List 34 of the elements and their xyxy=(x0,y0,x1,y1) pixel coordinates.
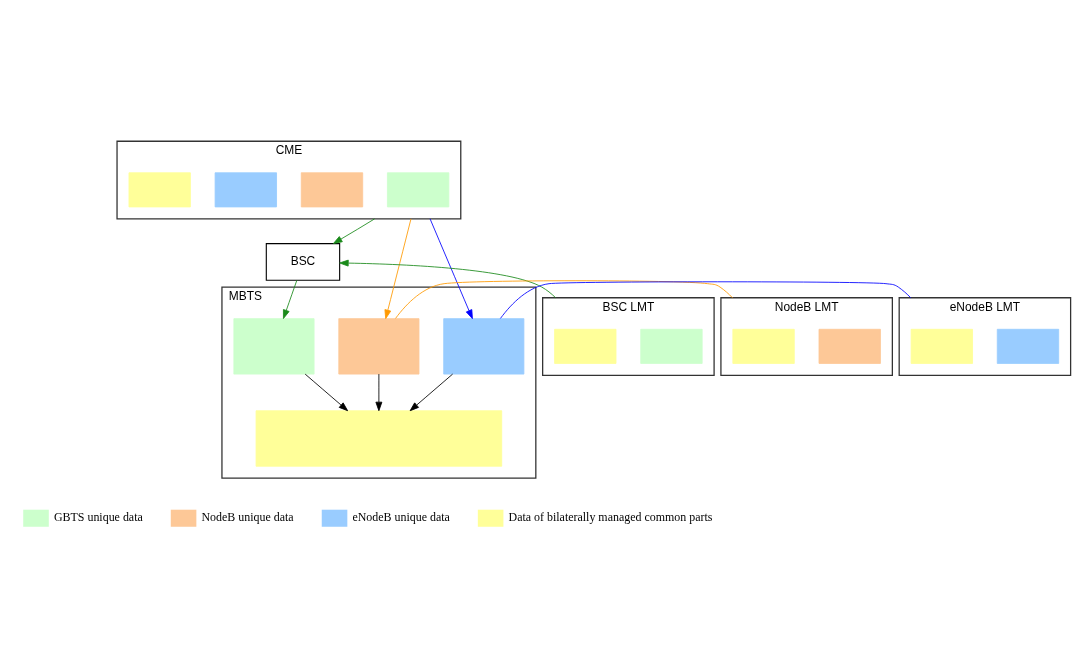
node-box xyxy=(128,172,191,208)
node-box xyxy=(300,172,364,208)
arrow xyxy=(375,373,383,412)
arrow xyxy=(429,218,473,320)
node-box xyxy=(818,328,881,364)
connector xyxy=(395,280,733,319)
node-box xyxy=(443,318,525,375)
node-box xyxy=(640,328,703,364)
cluster: BSC LMT xyxy=(542,297,715,376)
connector xyxy=(500,281,912,319)
node-box xyxy=(554,328,617,364)
node-box xyxy=(338,318,420,375)
node-box xyxy=(996,328,1060,364)
arrow xyxy=(283,279,298,319)
arrow xyxy=(384,218,412,320)
node-box xyxy=(214,172,277,208)
legend-label: Data of bilaterally managed common parts xyxy=(508,510,713,525)
node-box xyxy=(732,328,795,364)
cluster: MBTS xyxy=(221,286,537,479)
cluster: CME xyxy=(116,140,462,220)
cluster: NodeB LMT xyxy=(720,297,893,376)
arrow xyxy=(304,373,349,412)
node-box: BSC xyxy=(265,243,341,281)
node-box xyxy=(233,318,315,375)
arrow xyxy=(409,373,454,412)
node-box xyxy=(255,410,503,467)
cluster: eNodeB LMT xyxy=(898,297,1072,376)
node-box xyxy=(910,328,973,364)
legend-label: eNodeB unique data xyxy=(352,510,450,525)
legend-label: GBTS unique data xyxy=(53,510,143,525)
legend-label: NodeB unique data xyxy=(201,510,294,525)
arrow xyxy=(339,259,557,299)
node-box xyxy=(387,172,450,208)
arrow xyxy=(333,218,376,244)
